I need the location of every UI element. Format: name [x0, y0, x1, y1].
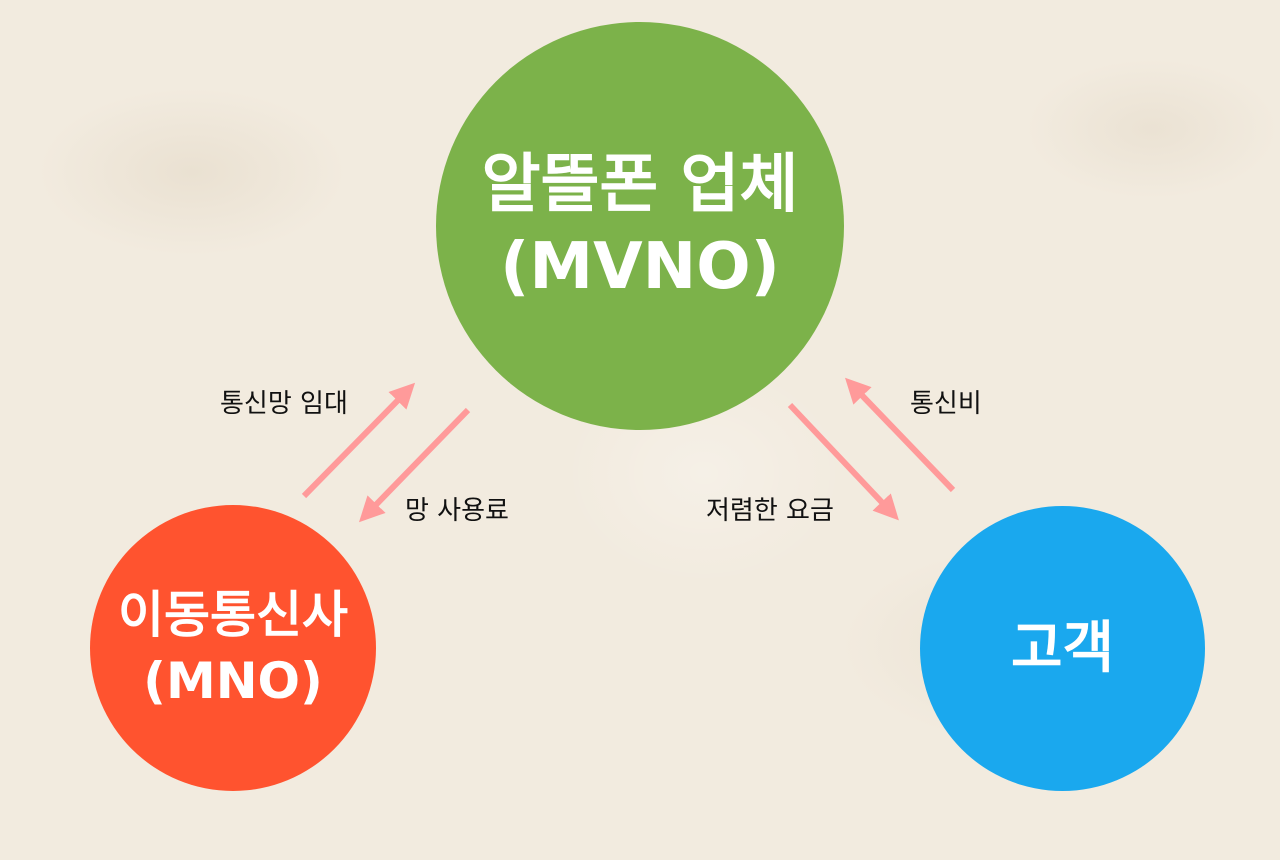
customer-node: 고객 — [920, 506, 1205, 791]
arrow-mvno-to-mno — [358, 407, 471, 523]
arrow-mvno-to-customer — [787, 402, 899, 521]
mvno-title: 알뜰폰 업체 — [481, 148, 799, 222]
arrow-mno-to-mvno — [301, 382, 416, 499]
customer-title: 고객 — [1010, 615, 1115, 681]
mno-subtitle: (MNO) — [143, 652, 323, 710]
mvno-node: 알뜰폰 업체 (MVNO) — [436, 22, 844, 430]
mno-node: 이동통신사 (MNO) — [90, 505, 376, 791]
edge-label-network-lease: 통신망 임대 — [220, 389, 348, 419]
edge-label-network-fee: 망 사용료 — [405, 496, 509, 526]
edge-label-telecom-fee: 통신비 — [910, 389, 982, 419]
mno-title: 이동통신사 — [118, 586, 348, 644]
mvno-subtitle: (MVNO) — [500, 230, 780, 304]
arrow-customer-to-mvno — [845, 377, 956, 493]
edge-label-low-rate: 저렴한 요금 — [706, 496, 834, 526]
